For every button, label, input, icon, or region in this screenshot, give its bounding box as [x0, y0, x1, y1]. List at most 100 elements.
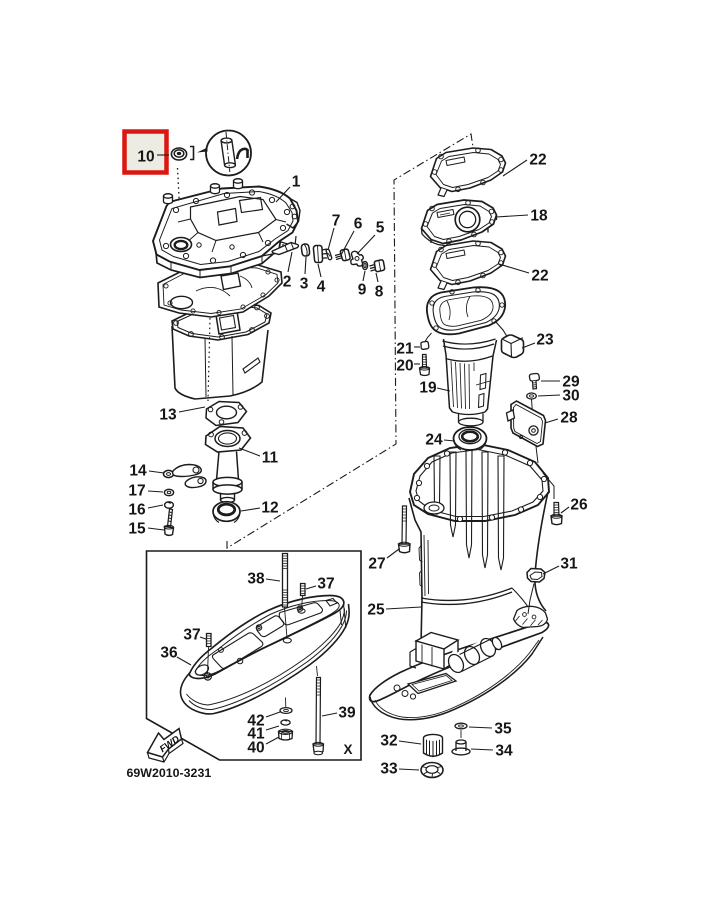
- seal-part-24: [452, 426, 488, 451]
- callout-22[interactable]: 22: [531, 268, 548, 285]
- leader-line-33: [398, 768, 420, 771]
- highlight-box[interactable]: [122, 129, 169, 175]
- leader-line-41: [265, 725, 280, 731]
- callout-1[interactable]: 1: [292, 174, 301, 191]
- link-rod-part-2: [271, 241, 300, 256]
- washer-part-17: [163, 488, 175, 497]
- leader-line-8: [375, 272, 379, 283]
- callout-25[interactable]: 25: [367, 602, 385, 619]
- leader-line-24: [443, 439, 456, 442]
- leader-line-6: [340, 230, 355, 256]
- leader-line-23: [521, 342, 536, 349]
- callout-17[interactable]: 17: [128, 483, 145, 500]
- callout-16[interactable]: 16: [128, 502, 146, 519]
- apron-part-36: [179, 594, 350, 715]
- leader-line-18: [495, 214, 529, 218]
- inset-box: [145, 550, 362, 761]
- leader-line-13: [178, 406, 206, 413]
- callout-26[interactable]: 26: [570, 497, 588, 514]
- callout-22[interactable]: 22: [529, 152, 546, 169]
- callout-36[interactable]: 36: [160, 645, 178, 662]
- damper-part-23: [494, 320, 525, 359]
- leader-line-12: [240, 507, 261, 512]
- callout-10[interactable]: 10: [137, 149, 154, 166]
- oil-pan: [171, 301, 272, 402]
- leader-line-37: [305, 585, 317, 590]
- callout-13[interactable]: 13: [159, 407, 177, 424]
- callout-4[interactable]: 4: [317, 279, 326, 296]
- spring-washer-part-41: [280, 719, 291, 726]
- callout-27[interactable]: 27: [368, 556, 385, 573]
- callout-11[interactable]: 11: [262, 450, 279, 467]
- leader-line-17: [147, 490, 164, 493]
- bolt-part-26: [542, 472, 563, 526]
- leader-line-37: [199, 636, 207, 640]
- callout-20[interactable]: 20: [396, 358, 413, 375]
- callout-14[interactable]: 14: [129, 463, 147, 480]
- callout-39[interactable]: 39: [338, 705, 356, 722]
- callout-2[interactable]: 2: [283, 274, 292, 291]
- callout-6[interactable]: 6: [354, 216, 363, 233]
- callout-32[interactable]: 32: [380, 733, 397, 750]
- leader-line-40: [265, 736, 280, 745]
- leader-line-7: [327, 227, 335, 251]
- bolt-part-15: [163, 508, 175, 537]
- leader-line-4: [317, 263, 322, 278]
- seal-ring-part-33: [420, 761, 444, 779]
- screw-part-29: [528, 372, 541, 390]
- callout-7[interactable]: 7: [332, 213, 341, 230]
- washer-part-42: [279, 697, 293, 715]
- pin-part-21: [420, 332, 432, 350]
- callout-33[interactable]: 33: [380, 761, 398, 778]
- callout-8[interactable]: 8: [375, 284, 384, 301]
- callout-34[interactable]: 34: [495, 743, 513, 760]
- callout-42[interactable]: 42: [247, 713, 264, 730]
- grommet-part-31: [526, 567, 546, 615]
- grommet-part-10: [170, 147, 188, 161]
- callout-35[interactable]: 35: [494, 721, 512, 738]
- callout-38[interactable]: 38: [247, 571, 265, 588]
- callout-31[interactable]: 31: [560, 556, 578, 573]
- callout-3[interactable]: 3: [300, 276, 309, 293]
- callout-29[interactable]: 29: [562, 374, 580, 391]
- leader-line-11: [238, 447, 261, 457]
- leader-line-38: [265, 578, 281, 582]
- stud-part-38: [281, 552, 292, 644]
- leader-line-2: [287, 251, 293, 273]
- leader-line-42: [265, 711, 281, 718]
- bolt-part-39: [312, 665, 325, 756]
- pipe-seal-part-12: [212, 500, 241, 523]
- leader-line-5: [356, 234, 376, 255]
- callout-40[interactable]: 40: [247, 740, 264, 757]
- diagram-code: 69W2010-3231: [127, 766, 212, 780]
- shift-bracket-part-14: [162, 463, 207, 489]
- callout-15[interactable]: 15: [128, 521, 146, 538]
- bracket-part-28: [505, 399, 547, 464]
- callout-28[interactable]: 28: [560, 410, 578, 427]
- callout-24[interactable]: 24: [425, 432, 443, 449]
- leader-line-3: [304, 256, 307, 275]
- callout-19[interactable]: 19: [419, 380, 437, 397]
- callout-23[interactable]: 23: [536, 332, 554, 349]
- leader-line-16: [147, 504, 164, 509]
- assembly-reference-line: [226, 133, 474, 549]
- callout-37[interactable]: 37: [183, 627, 200, 644]
- callout-18[interactable]: 18: [530, 208, 548, 225]
- callout-5[interactable]: 5: [376, 220, 385, 237]
- callout-21[interactable]: 21: [396, 341, 414, 358]
- callout-9[interactable]: 9: [358, 282, 367, 299]
- callout-37[interactable]: 37: [317, 576, 334, 593]
- bolt-part-20: [418, 353, 431, 377]
- pipe-gasket-part-13: [205, 400, 248, 427]
- callout-30[interactable]: 30: [562, 388, 579, 405]
- callout-41[interactable]: 41: [247, 726, 265, 743]
- stud-part-37-right: [297, 582, 306, 614]
- leader-line-22: [498, 263, 530, 274]
- callout-12[interactable]: 12: [261, 500, 278, 517]
- pin-part-7: [325, 248, 333, 261]
- spring-washer-part-16: [163, 501, 175, 509]
- leader-line-39: [321, 712, 338, 717]
- bushing-part-3: [300, 243, 311, 257]
- leader-line-15: [147, 527, 165, 531]
